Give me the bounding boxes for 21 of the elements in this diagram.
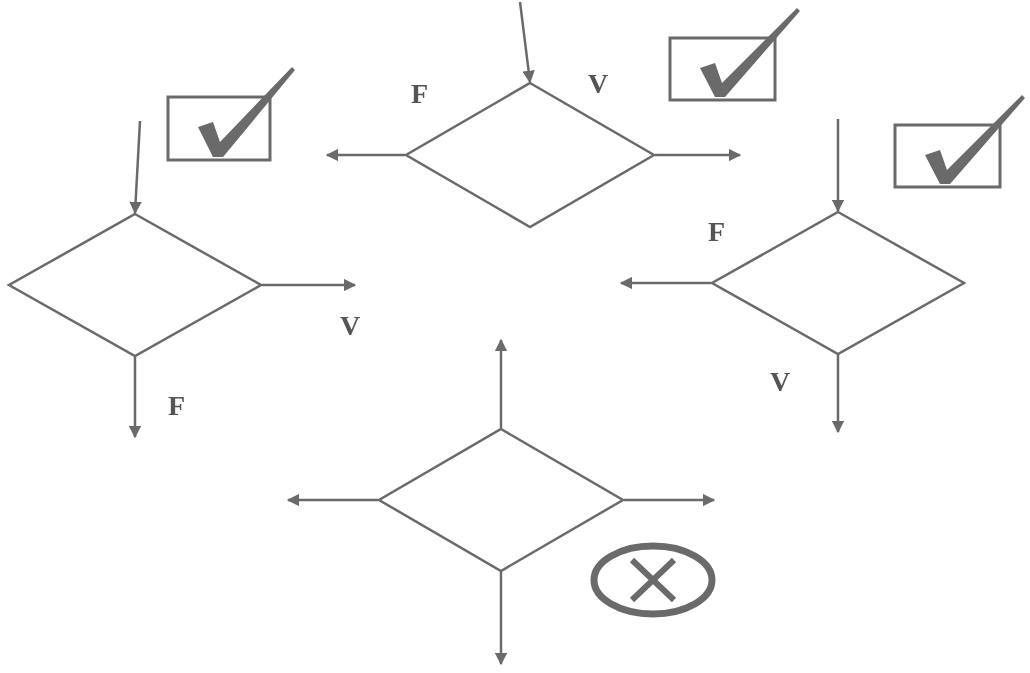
arrow — [286, 493, 378, 507]
arrow — [831, 355, 845, 434]
arrow — [655, 148, 742, 162]
edge-label: F — [168, 392, 186, 420]
arrow — [129, 120, 142, 215]
decision-diamond — [8, 213, 262, 357]
edge-label: V — [588, 70, 609, 98]
arrow — [262, 278, 357, 292]
arrow — [128, 357, 142, 439]
edge-label: V — [340, 312, 361, 340]
arrow — [325, 148, 405, 162]
arrow — [494, 338, 508, 428]
arrow — [619, 276, 711, 290]
edge-label: F — [708, 218, 726, 246]
decision-diamond — [378, 428, 624, 572]
arrow — [624, 493, 716, 507]
arrow — [831, 119, 845, 213]
edge-label: V — [770, 368, 791, 396]
arrow — [518, 1, 535, 84]
arrow — [494, 572, 508, 666]
edge-label: F — [411, 80, 429, 108]
